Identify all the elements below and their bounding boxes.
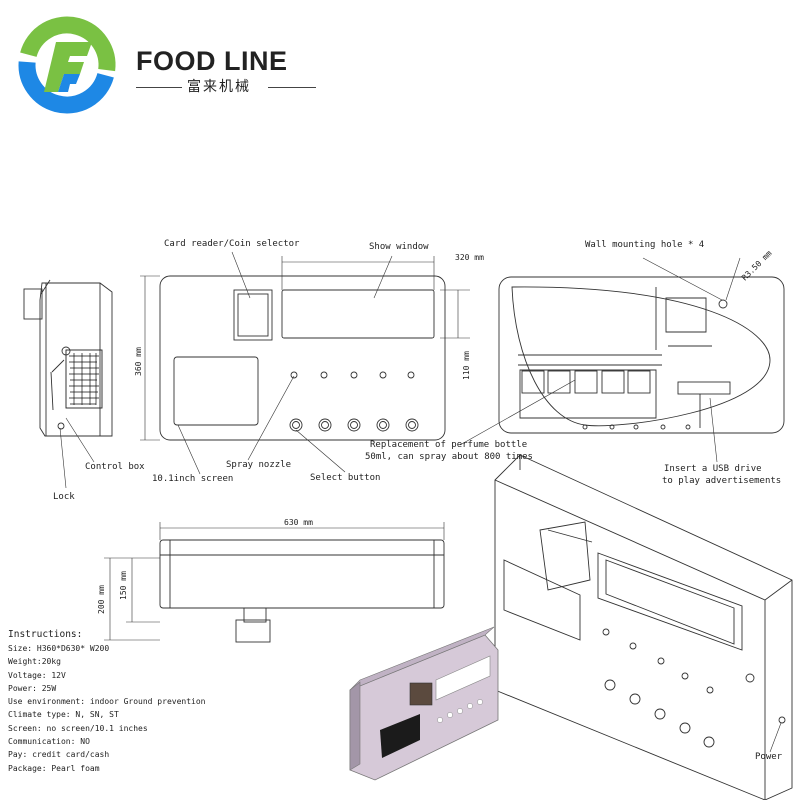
- spec-line: Use environment: indoor Ground preventio…: [8, 697, 206, 707]
- show-window-label: Show window: [369, 242, 429, 252]
- spray-nozzles: [290, 371, 415, 379]
- spec-line: Weight:20kg: [8, 657, 61, 667]
- instructions-title: Instructions:: [8, 629, 83, 640]
- brand-rule-right: [268, 87, 316, 88]
- brand-name: FOOD LINE: [136, 46, 288, 76]
- spec-line: Screen: no screen/10.1 inches: [8, 723, 148, 733]
- lock-label: Lock: [53, 492, 75, 502]
- food-line-logo-icon: [18, 16, 116, 114]
- color-product-preview: [349, 626, 499, 781]
- perfume-note-line1: Replacement of perfume bottle: [370, 440, 528, 450]
- window-width-dim: 320 mm: [455, 253, 484, 262]
- spec-line: Pay: credit card/cash: [8, 750, 110, 760]
- usb-note-line2: to play advertisements: [662, 476, 782, 486]
- instructions-block: Instructions: Size: H360*D630* W200 Weig…: [8, 628, 205, 775]
- power-label: Power: [755, 752, 783, 762]
- screen-label: 10.1inch screen: [152, 474, 234, 484]
- spec-line: Power: 25W: [8, 683, 57, 693]
- top-depth-dim: 200 mm: [97, 585, 106, 614]
- spec-line: Communication: NO: [8, 737, 90, 747]
- control-box-label: Control box: [85, 462, 145, 472]
- select-buttons: [289, 418, 419, 432]
- front-view-drawing: [59, 251, 470, 489]
- brand-subtitle: 富来机械: [187, 79, 251, 95]
- top-view-drawing: [104, 522, 445, 643]
- brand-rule-left: [136, 87, 182, 88]
- iso-view-drawing: [494, 454, 793, 800]
- select-button-label: Select button: [310, 473, 381, 483]
- window-height-dim: 110 mm: [462, 351, 471, 380]
- top-length-dim: 630 mm: [284, 518, 313, 527]
- spec-line: Climate type: N, SN, ST: [8, 710, 119, 720]
- front-height-dim: 360 mm: [134, 347, 143, 376]
- spec-line: Voltage: 12V: [8, 670, 66, 680]
- wall-mount-label: Wall mounting hole * 4: [585, 240, 705, 250]
- card-reader-label: Card reader/Coin selector: [164, 239, 300, 249]
- spec-line: Size: H360*D630* W200: [8, 644, 110, 653]
- spec-line: Package: Pearl foam: [8, 763, 100, 773]
- inner-view-drawing: [459, 257, 785, 463]
- spray-nozzle-label: Spray nozzle: [226, 460, 292, 470]
- perfume-note-line2: 50ml, can spray about 800 times: [365, 452, 533, 462]
- usb-note-line1: Insert a USB drive: [664, 464, 762, 474]
- side-view-drawing: [23, 279, 113, 437]
- top-inner-depth-dim: 150 mm: [119, 571, 128, 600]
